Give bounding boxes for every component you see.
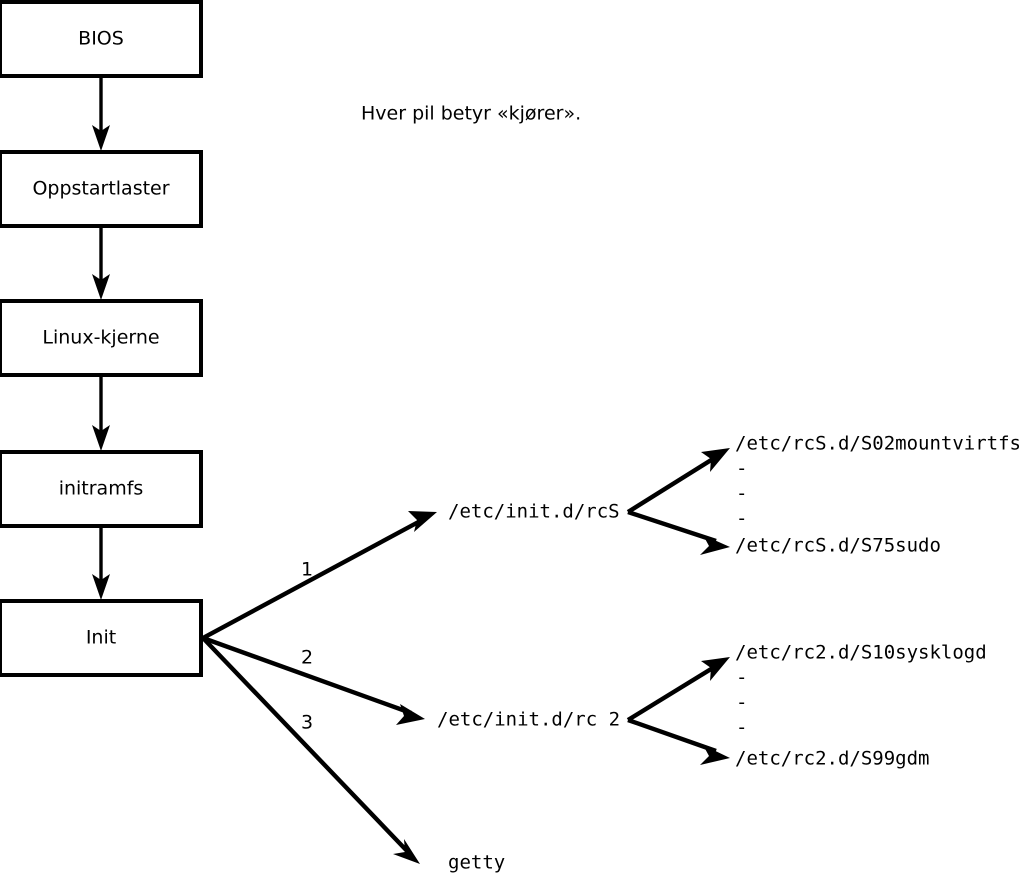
rcs-first-script: /etc/rcS.d/S02mountvirtfs — [735, 433, 1021, 455]
arrow-rc2-to-first-script — [626, 657, 730, 722]
arrow-rc2-to-last-script — [627, 717, 730, 765]
node-init: Init — [0, 599, 203, 677]
rcs-ellipsis-dash-3: - — [736, 508, 747, 530]
legend-note: Hver pil betyr «kjører». — [361, 103, 581, 125]
rc2-ellipsis-dash-1: - — [736, 667, 747, 689]
node-kernel: Linux-kjerne — [0, 299, 203, 377]
rcs-script-label: /etc/init.d/rcS — [448, 501, 620, 523]
arrow-rcs-to-last-script — [627, 509, 730, 555]
bios-label: BIOS — [78, 28, 124, 50]
arrow-init-branch-3 — [201, 636, 420, 864]
initramfs-label: initramfs — [59, 478, 144, 500]
arrow-initramfs-to-init — [92, 526, 110, 600]
arrow-kernel-to-initramfs — [92, 375, 110, 451]
rc2-ellipsis-dash-2: - — [736, 692, 747, 714]
rcs-ellipsis-dash-1: - — [736, 458, 747, 480]
init-box — [0, 599, 203, 677]
rc2-ellipsis-dash-3: - — [736, 717, 747, 739]
getty-label: getty — [448, 852, 505, 874]
arrow-init-branch-1 — [201, 511, 437, 640]
branch-1-number: 1 — [301, 559, 313, 581]
init-label: Init — [86, 627, 116, 649]
rc2-script-label: /etc/init.d/rc 2 — [437, 709, 620, 731]
arrow-bootloader-to-kernel — [92, 226, 110, 300]
rcs-last-script: /etc/rcS.d/S75sudo — [735, 535, 941, 557]
node-initramfs: initramfs — [0, 450, 203, 528]
node-bootloader: Oppstartlaster — [0, 150, 203, 228]
arrow-rcs-to-first-script — [626, 448, 730, 514]
rc2-last-script: /etc/rc2.d/S99gdm — [735, 748, 929, 770]
arrow-bios-to-bootloader — [92, 76, 110, 151]
branch-3-number: 3 — [301, 712, 313, 734]
kernel-box — [0, 299, 203, 377]
rcs-ellipsis-dash-2: - — [736, 483, 747, 505]
node-bios: BIOS — [0, 0, 203, 78]
kernel-label: Linux-kjerne — [42, 327, 159, 349]
bios-box — [0, 0, 203, 78]
bootloader-label: Oppstartlaster — [32, 178, 169, 200]
branch-2-number: 2 — [301, 647, 313, 669]
rc2-first-script: /etc/rc2.d/S10sysklogd — [735, 642, 987, 664]
arrow-init-branch-2 — [202, 635, 425, 725]
